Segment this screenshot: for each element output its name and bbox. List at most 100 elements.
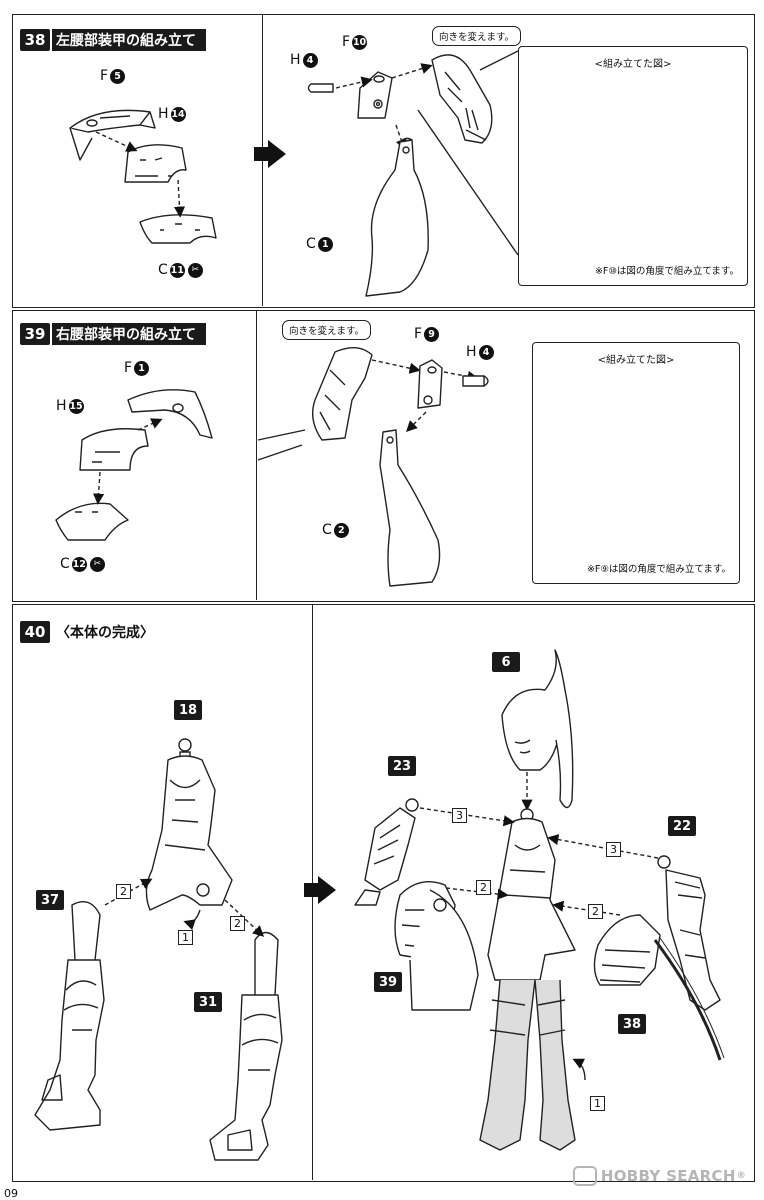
callout-change-direction-39: 向きを変えます。 [282,320,372,340]
label-letter: H [158,106,169,122]
left-arm-22-drawing [657,855,721,1011]
label-letter: C [60,556,70,572]
head-6-drawing [501,649,574,809]
label-h4-38: H 4 [290,52,318,68]
part-h14-shape [124,144,187,183]
order-box: 3 [452,808,467,823]
label-letter: F [342,34,351,50]
label-c11: C 11 ✂ [158,262,203,278]
step-39-title: 右腰部装甲の組み立て [52,323,206,345]
label-letter: H [56,398,67,414]
order-box: 2 [116,884,131,899]
part-right-waist-armor-39 [312,347,373,441]
part-h4-pin-39 [462,375,489,387]
label-f5: F 5 [100,68,126,84]
part-h15-shape [79,428,149,471]
left-leg-37-drawing [34,901,105,1131]
label-number: 11 [169,262,185,278]
label-letter: F [100,68,109,84]
label-f1: F 1 [124,360,150,376]
label-number: 10 [352,34,368,50]
body-assembly-drawing [479,808,576,1151]
watermark-brand: HOBBY SEARCH [600,1167,736,1185]
label-number: 4 [302,52,318,68]
waist-armor-38-in-assembly [593,914,725,1061]
label-number: 1 [317,236,333,252]
label-f9: F 9 [414,326,440,342]
label-number: 14 [170,106,186,122]
part-c2-plate [379,429,441,587]
step-38-flow-arrow [254,140,286,168]
order-box: 1 [590,1096,605,1111]
step-40-panel [12,604,755,1182]
part-f5-shape [69,109,156,161]
hobby-search-watermark: HOBBY SEARCH ® [572,1166,746,1186]
label-c1: C 1 [306,236,333,252]
order-box: 2 [588,904,603,919]
label-h15: H 15 [56,398,84,414]
step-40-flow-arrow [304,876,336,904]
label-number: 15 [68,398,84,414]
label-number: 2 [333,522,349,538]
tag-6: 6 [492,652,520,672]
label-letter: F [414,326,423,342]
part-f10-shape [357,71,393,119]
part-left-waist-armor-38 [431,54,493,144]
inset-note: ※F⑩は図の角度で組み立てます。 [594,266,739,277]
label-c2: C 2 [322,522,349,538]
part-h4-pin-38 [307,83,334,93]
inset-title: <組み立てた図> [594,59,672,70]
label-c12: C 12 ✂ [60,556,105,572]
tag-39: 39 [374,972,402,992]
tag-18: 18 [174,700,202,720]
label-f10: F 10 [342,34,368,50]
torso-18-drawing [145,738,233,911]
step-39-header: 39 右腰部装甲の組み立て [20,322,206,346]
step-40-number: 40 [20,621,50,643]
label-letter: C [158,262,168,278]
label-number: 9 [424,326,440,342]
part-c1-plate [365,137,429,297]
step-38-number: 38 [20,29,50,51]
waist-armor-39-in-assembly [394,881,479,1011]
step-39-divider [256,310,258,600]
step-38-title: 左腰部装甲の組み立て [52,29,206,51]
order-box: 2 [230,916,245,931]
label-number: 4 [478,344,494,360]
part-f9-shape [417,359,443,409]
inset-note: ※F⑨は図の角度で組み立てます。 [586,564,731,575]
page-number: 09 [4,1187,18,1200]
label-letter: C [322,522,332,538]
step-38-header: 38 左腰部装甲の組み立て [20,28,206,52]
tag-23: 23 [388,756,416,776]
label-letter: C [306,236,316,252]
label-h14: H 14 [158,106,186,122]
label-letter: F [124,360,133,376]
step-39-number: 39 [20,323,50,345]
inset-title: <組み立てた図> [597,355,675,366]
hobby-search-logo-icon [572,1166,597,1186]
tag-37: 37 [36,890,64,910]
step-40-title: 〈本体の完成〉 [56,625,154,641]
cut-icon: ✂ [187,262,203,278]
right-leg-31-drawing [209,931,283,1161]
tag-22: 22 [668,816,696,836]
part-f1-shape [127,389,213,439]
part-c11-shape [139,214,217,244]
cut-icon: ✂ [89,556,105,572]
callout-change-direction-38: 向きを変えます。 [432,26,522,46]
inset-assembled-38: <組み立てた図> ※F⑩は図の角度で組み立てます。 [518,46,748,286]
label-letter: H [466,344,477,360]
order-box: 2 [476,880,491,895]
label-letter: H [290,52,301,68]
tag-38: 38 [618,1014,646,1034]
label-h4-39: H 4 [466,344,494,360]
tag-31: 31 [194,992,222,1012]
label-number: 5 [110,68,126,84]
label-number: 12 [71,556,87,572]
inset-assembled-39: <組み立てた図> ※F⑨は図の角度で組み立てます。 [532,342,740,584]
label-number: 1 [134,360,150,376]
order-box: 1 [178,930,193,945]
part-c12-shape [55,502,129,541]
order-box: 3 [606,842,621,857]
